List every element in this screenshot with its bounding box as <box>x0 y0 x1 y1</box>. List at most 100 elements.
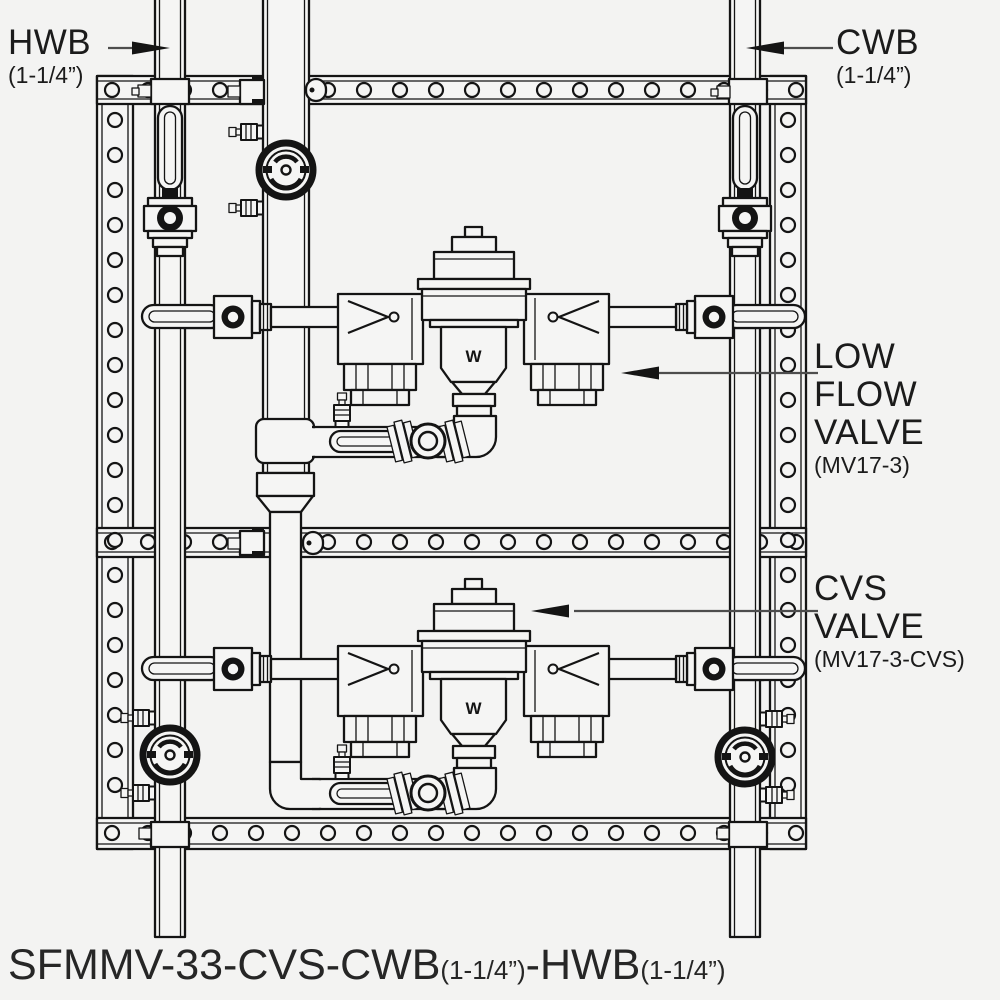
bolt-hole <box>106 741 124 759</box>
bolt-hole <box>106 146 124 164</box>
bolt-hole <box>106 601 124 619</box>
callout-arrows <box>108 41 833 618</box>
bolt-hole <box>106 706 124 724</box>
pipe-coupling <box>255 471 316 498</box>
bolt-hole <box>106 671 124 689</box>
bolt-hole <box>779 496 797 514</box>
cwb-title: CWB <box>836 23 920 62</box>
bolt-hole <box>779 426 797 444</box>
bolt-hole <box>427 824 445 842</box>
temperature-gauge-hwb <box>143 728 197 782</box>
bolt-hole <box>106 321 124 339</box>
outlet-union <box>451 392 497 408</box>
bolt-hole <box>779 181 797 199</box>
riser-ball-valve-hwb <box>142 104 198 258</box>
test-port <box>228 123 264 141</box>
bolt-hole <box>319 824 337 842</box>
bolt-hole <box>247 824 265 842</box>
bolt-hole <box>106 636 124 654</box>
pipe-clamp-outlet-middle <box>227 527 325 557</box>
mixed-outlet-pipe <box>254 0 322 811</box>
bolt-hole <box>103 81 121 99</box>
bolt-hole <box>787 824 805 842</box>
cvs-valve-label: CVS VALVE (MV17-3-CVS) <box>814 569 965 673</box>
bolt-hole <box>463 533 481 551</box>
valve-body <box>420 287 528 322</box>
bolt-hole <box>211 81 229 99</box>
union-nut <box>349 388 411 407</box>
bolt-hole <box>106 426 124 444</box>
bolt-hole <box>211 824 229 842</box>
adjustment-stem <box>463 225 484 239</box>
hwb-label: HWB (1-1/4”) <box>8 23 92 89</box>
hwb-size: (1-1/4”) <box>8 62 84 88</box>
pipe-reducer <box>255 494 315 514</box>
bolt-hole <box>103 824 121 842</box>
bolt-hole <box>535 533 553 551</box>
bolt-hole <box>571 824 589 842</box>
adjustment-cap <box>450 235 498 254</box>
bolt-hole <box>355 533 373 551</box>
union-nut <box>342 362 418 392</box>
bolt-hole <box>679 533 697 551</box>
bolt-hole <box>106 356 124 374</box>
cwb-arrow <box>746 41 833 55</box>
bolt-hole <box>779 636 797 654</box>
bolt-hole <box>779 216 797 234</box>
bolt-hole <box>139 533 157 551</box>
low-flow-valve-arrow <box>621 366 818 380</box>
pipe-clamp-outlet-top <box>227 76 328 106</box>
bolt-hole <box>106 391 124 409</box>
outlet-tee-coupling <box>254 417 316 465</box>
bolt-hole <box>106 776 124 794</box>
inlet-chain-right <box>522 292 807 407</box>
bolt-hole <box>535 81 553 99</box>
bolt-hole <box>391 824 409 842</box>
inlet-pipe-stub <box>269 305 341 329</box>
bolt-hole <box>427 533 445 551</box>
bolt-hole <box>499 81 517 99</box>
frame-rail-middle <box>95 526 808 559</box>
model-number: SFMMV-33-CVS-CWB(1-1/4”)-HWB(1-1/4”) <box>8 941 726 989</box>
bolt-hole <box>106 461 124 479</box>
cwb-size: (1-1/4”) <box>836 62 912 88</box>
outlet-ball-valve <box>409 422 447 460</box>
bolt-hole <box>211 533 229 551</box>
bolt-hole <box>779 146 797 164</box>
bolt-hole <box>463 81 481 99</box>
check-valve-block <box>336 292 425 366</box>
pipe-clamp-cwb-bottom <box>716 820 769 849</box>
bolt-hole <box>571 533 589 551</box>
bolt-hole <box>571 81 589 99</box>
bolt-hole <box>779 111 797 129</box>
pipe-clamp-hwb-bottom <box>138 820 191 849</box>
frame-rail-bottom <box>95 816 808 851</box>
valve-brand-mark: W <box>465 347 482 366</box>
cvs-valve-arrow <box>531 604 818 618</box>
bolt-hole <box>106 531 124 549</box>
bolt-hole <box>106 181 124 199</box>
low-flow-valve-label: LOW FLOW VALVE (MV17-3) <box>814 337 925 479</box>
bolt-hole <box>779 741 797 759</box>
bolt-hole <box>499 533 517 551</box>
pipe-clamp-cwb-top <box>710 77 769 106</box>
bolt-hole <box>643 533 661 551</box>
bolt-hole <box>106 111 124 129</box>
bolt-hole <box>106 566 124 584</box>
outlet-pipe-run <box>312 392 471 464</box>
valve-flange <box>416 277 532 291</box>
frame-rail-top <box>95 74 808 106</box>
hwb-title: HWB <box>8 23 92 62</box>
test-port <box>333 392 351 428</box>
bolt-hole <box>535 824 553 842</box>
bolt-hole <box>643 81 661 99</box>
bolt-hole <box>106 251 124 269</box>
bolt-hole <box>787 81 805 99</box>
bolt-hole <box>779 531 797 549</box>
pipe-clamp-hwb-top <box>131 77 191 106</box>
mounting-frame <box>95 74 808 851</box>
bolt-hole <box>679 824 697 842</box>
bolt-hole <box>607 533 625 551</box>
bolt-hole <box>391 533 409 551</box>
bolt-hole <box>106 216 124 234</box>
